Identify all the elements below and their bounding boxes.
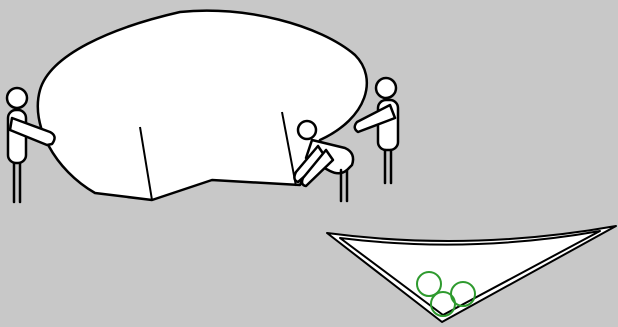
- person-head: [376, 78, 396, 98]
- person-head: [298, 121, 316, 139]
- person-head: [7, 88, 27, 108]
- triangular-net-basket: [327, 226, 616, 322]
